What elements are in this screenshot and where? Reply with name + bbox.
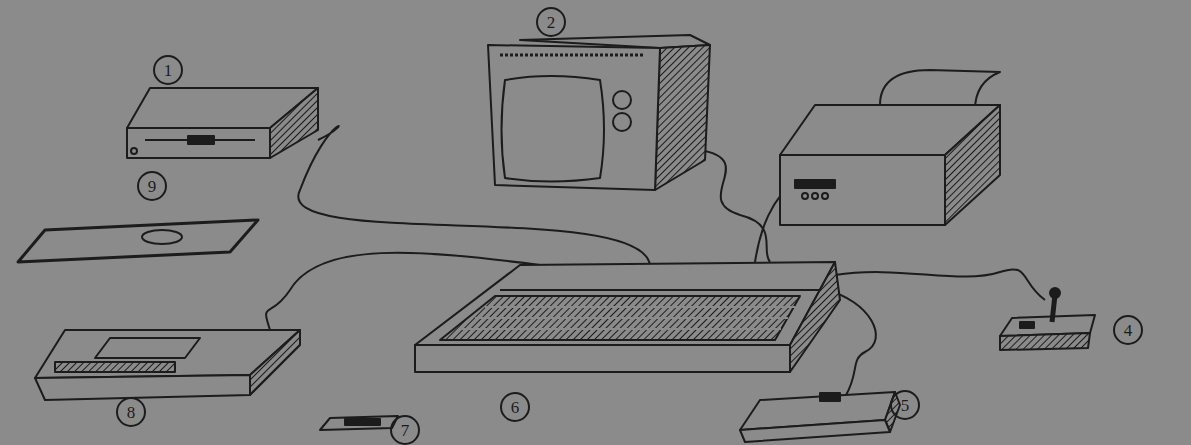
computer-keyboard (415, 262, 840, 372)
callout-number: 4 (1113, 315, 1143, 345)
callout-number: 5 (890, 390, 920, 420)
joystick (1000, 288, 1095, 350)
printer (780, 70, 1000, 225)
callout-number: 8 (116, 397, 146, 427)
callout-number: 9 (137, 171, 167, 201)
floppy-disk (18, 220, 258, 262)
callout-number: 7 (390, 415, 420, 445)
callout-number: 2 (536, 7, 566, 37)
cassette-tape (320, 416, 398, 430)
monitor (488, 35, 710, 190)
callout-number: 6 (500, 392, 530, 422)
callout-number: 1 (153, 55, 183, 85)
cable (835, 269, 1045, 300)
cartridge (740, 392, 900, 442)
cable (700, 150, 770, 262)
cassette-recorder (35, 330, 300, 400)
disk-drive (127, 88, 318, 158)
